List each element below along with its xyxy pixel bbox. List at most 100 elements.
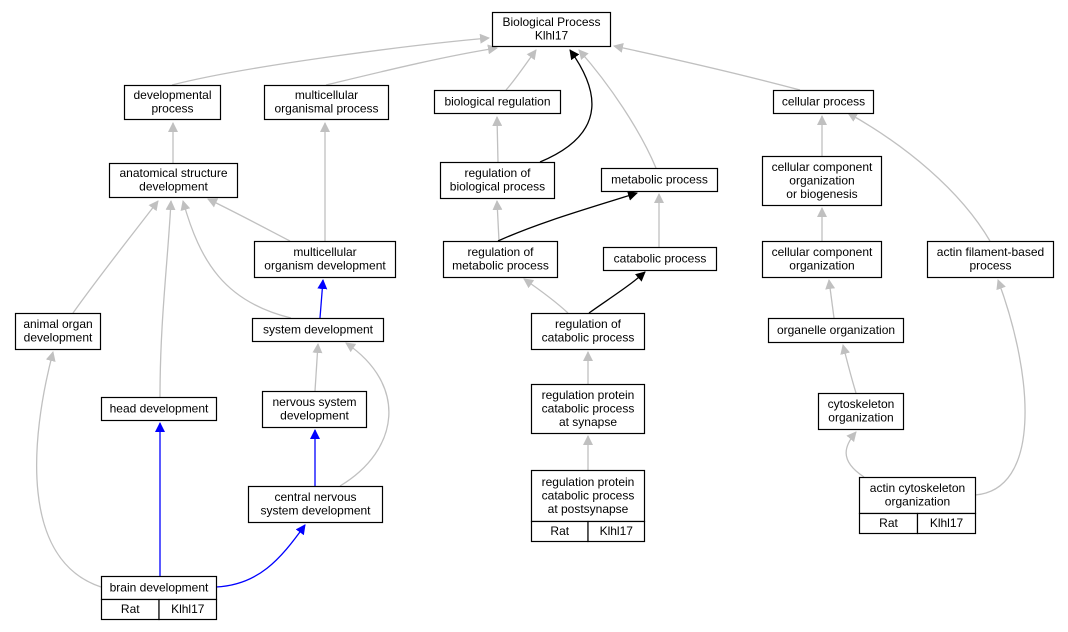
edge-cnsd-to-sysd — [339, 342, 390, 487]
edge-rbp-to-breg — [492, 116, 503, 163]
edge-line — [497, 190, 638, 242]
node-label-line: metabolic process — [452, 259, 549, 273]
node-label-line: head development — [110, 401, 209, 415]
node-box — [442, 240, 559, 279]
edge-metp-to-bp — [578, 49, 657, 169]
edge-aod-to-asd — [72, 200, 159, 314]
edge-line — [215, 524, 306, 588]
node-oo[interactable]: organelle organization — [767, 317, 905, 344]
node-box — [530, 383, 646, 435]
species-label: Rat — [879, 516, 898, 530]
gene-label: Klhl17 — [930, 516, 964, 530]
edge-breg-to-bp — [505, 49, 537, 91]
edge-line — [159, 200, 176, 398]
node-label-line: organization — [885, 495, 950, 509]
node-label-line: organism development — [264, 259, 386, 273]
node-label-line: developmental — [133, 88, 211, 102]
node-label-line: organization — [828, 411, 893, 425]
node-label-line: organization — [789, 173, 854, 187]
edge-bd-to-aod — [36, 351, 102, 588]
node-label-line: catabolic process — [542, 331, 635, 345]
node-label-line: process — [969, 259, 1011, 273]
edge-mod-to-asd — [207, 198, 291, 242]
edge-line — [845, 431, 865, 478]
edge-line — [180, 200, 292, 319]
node-hd[interactable]: head development — [100, 396, 218, 422]
node-box — [261, 390, 368, 429]
gene-cell — [158, 598, 218, 621]
node-box — [14, 312, 102, 351]
node-label-line: actin filament-based — [937, 245, 1044, 259]
node-label-line: organismal process — [274, 102, 378, 116]
node-box — [600, 167, 719, 193]
edge-line — [588, 271, 646, 314]
node-box — [761, 155, 883, 207]
edge-line — [171, 33, 490, 86]
node-box — [761, 240, 883, 279]
edge-mop-to-bp — [325, 44, 498, 86]
node-label-line: catabolic process — [542, 401, 635, 415]
node-label-line: central nervous — [274, 490, 356, 504]
node-box — [108, 162, 239, 199]
edge-cellp-to-bp — [613, 42, 801, 91]
edge-line — [974, 279, 1026, 496]
node-label-line: actin cytoskeleton — [870, 481, 965, 495]
node-label-line: or biogenesis — [786, 187, 857, 201]
node-box — [858, 476, 977, 515]
edge-nsd-to-sysd — [312, 343, 323, 392]
node-label-line: cellular component — [772, 245, 873, 259]
edges-layer — [36, 33, 1026, 588]
node-label-line: catabolic process — [542, 488, 635, 502]
node-label-line: nervous system — [272, 395, 356, 409]
node-label-line: organization — [789, 259, 854, 273]
node-label-line: organelle organization — [777, 323, 895, 337]
edge-line — [36, 351, 102, 588]
node-label-line: regulation of — [555, 317, 622, 331]
edge-line — [325, 44, 498, 86]
edge-aco-to-afbp — [974, 279, 1026, 496]
node-sysd[interactable]: system development — [251, 317, 385, 343]
edge-bd-to-cnsd — [215, 524, 306, 588]
node-label-line: biological regulation — [444, 94, 550, 108]
node-cellp[interactable]: cellular process — [772, 89, 875, 115]
node-label-line: regulation protein — [542, 388, 635, 402]
edge-afbp-to-cellp — [847, 112, 991, 242]
annotation-row: Rat Klhl17 — [858, 512, 977, 535]
node-box — [253, 240, 397, 279]
node-label-line: brain development — [110, 580, 209, 594]
edge-sysd-to-mod — [317, 279, 328, 319]
node-breg[interactable]: biological regulation — [433, 89, 562, 115]
edge-hd-to-asd — [159, 200, 176, 398]
node-metp[interactable]: metabolic process — [600, 167, 719, 193]
node-label-line: system development — [260, 504, 371, 518]
edge-rcp-to-rmp — [523, 278, 569, 314]
edge-line — [578, 49, 657, 169]
node-box — [100, 396, 218, 422]
node-box — [530, 469, 646, 523]
edge-sysd-to-asd — [180, 200, 292, 319]
edge-line — [339, 342, 390, 487]
edge-line — [523, 278, 569, 314]
node-catp[interactable]: catabolic process — [602, 246, 718, 272]
